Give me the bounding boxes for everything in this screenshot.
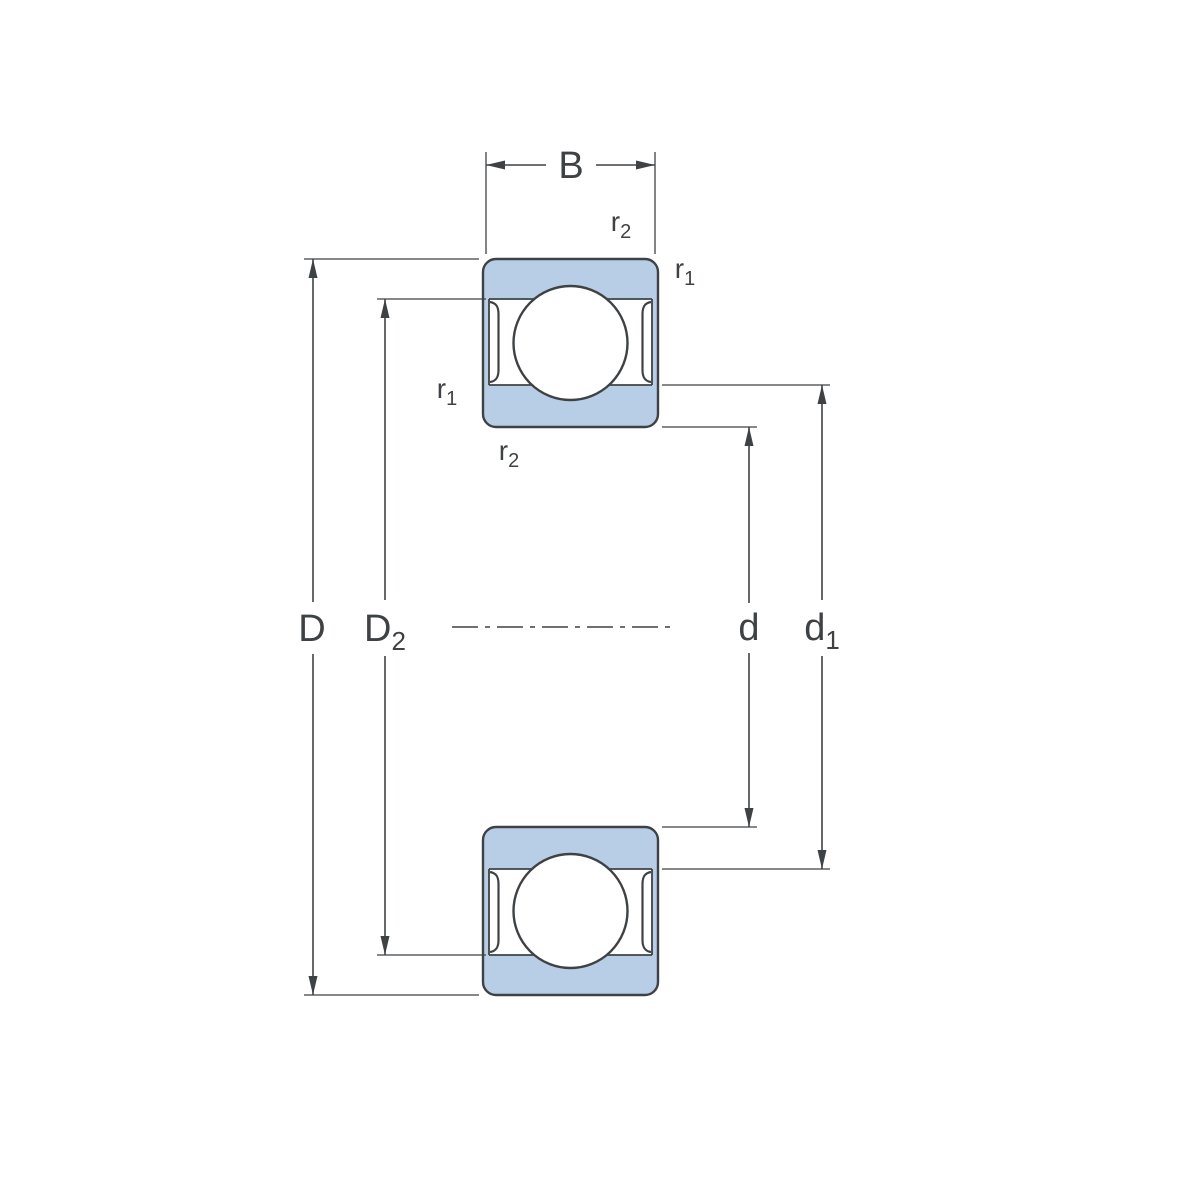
label-r1-left-main: r (437, 373, 446, 404)
label-r1-top-right-main: r (675, 253, 684, 284)
label-d: d (738, 607, 759, 649)
label-B: B (558, 145, 583, 187)
label-d1: d1 (804, 607, 840, 655)
drawing-lines (304, 152, 830, 997)
label-d1-main: d (804, 607, 825, 649)
shield-left (489, 300, 500, 384)
label-r2-top: r2 (611, 206, 631, 243)
label-d1-sub: 1 (825, 625, 839, 655)
label-r1-left-sub: 1 (446, 388, 457, 410)
label-D: D (298, 608, 325, 650)
label-r1-top-right-sub: 1 (684, 268, 695, 290)
bearing-section-bottom (481, 825, 660, 997)
label-r2-bottom-left-sub: 2 (508, 450, 519, 472)
label-r2-bottom-left-main: r (499, 435, 508, 466)
label-r1-left: r1 (437, 373, 457, 410)
label-D2-sub: 2 (391, 626, 405, 656)
label-D2-main: D (364, 608, 391, 650)
dimension-labels: B D D2 d d1 r2 r1 r1 r2 (298, 145, 840, 656)
bearing-section-top (481, 257, 660, 429)
label-r2-top-main: r (611, 206, 620, 237)
label-r2-bottom-left: r2 (499, 435, 519, 472)
ball (512, 284, 629, 402)
label-r1-top-right: r1 (675, 253, 695, 290)
label-r2-top-sub: 2 (620, 221, 631, 243)
shield-right (641, 300, 652, 384)
label-D2: D2 (364, 608, 406, 656)
